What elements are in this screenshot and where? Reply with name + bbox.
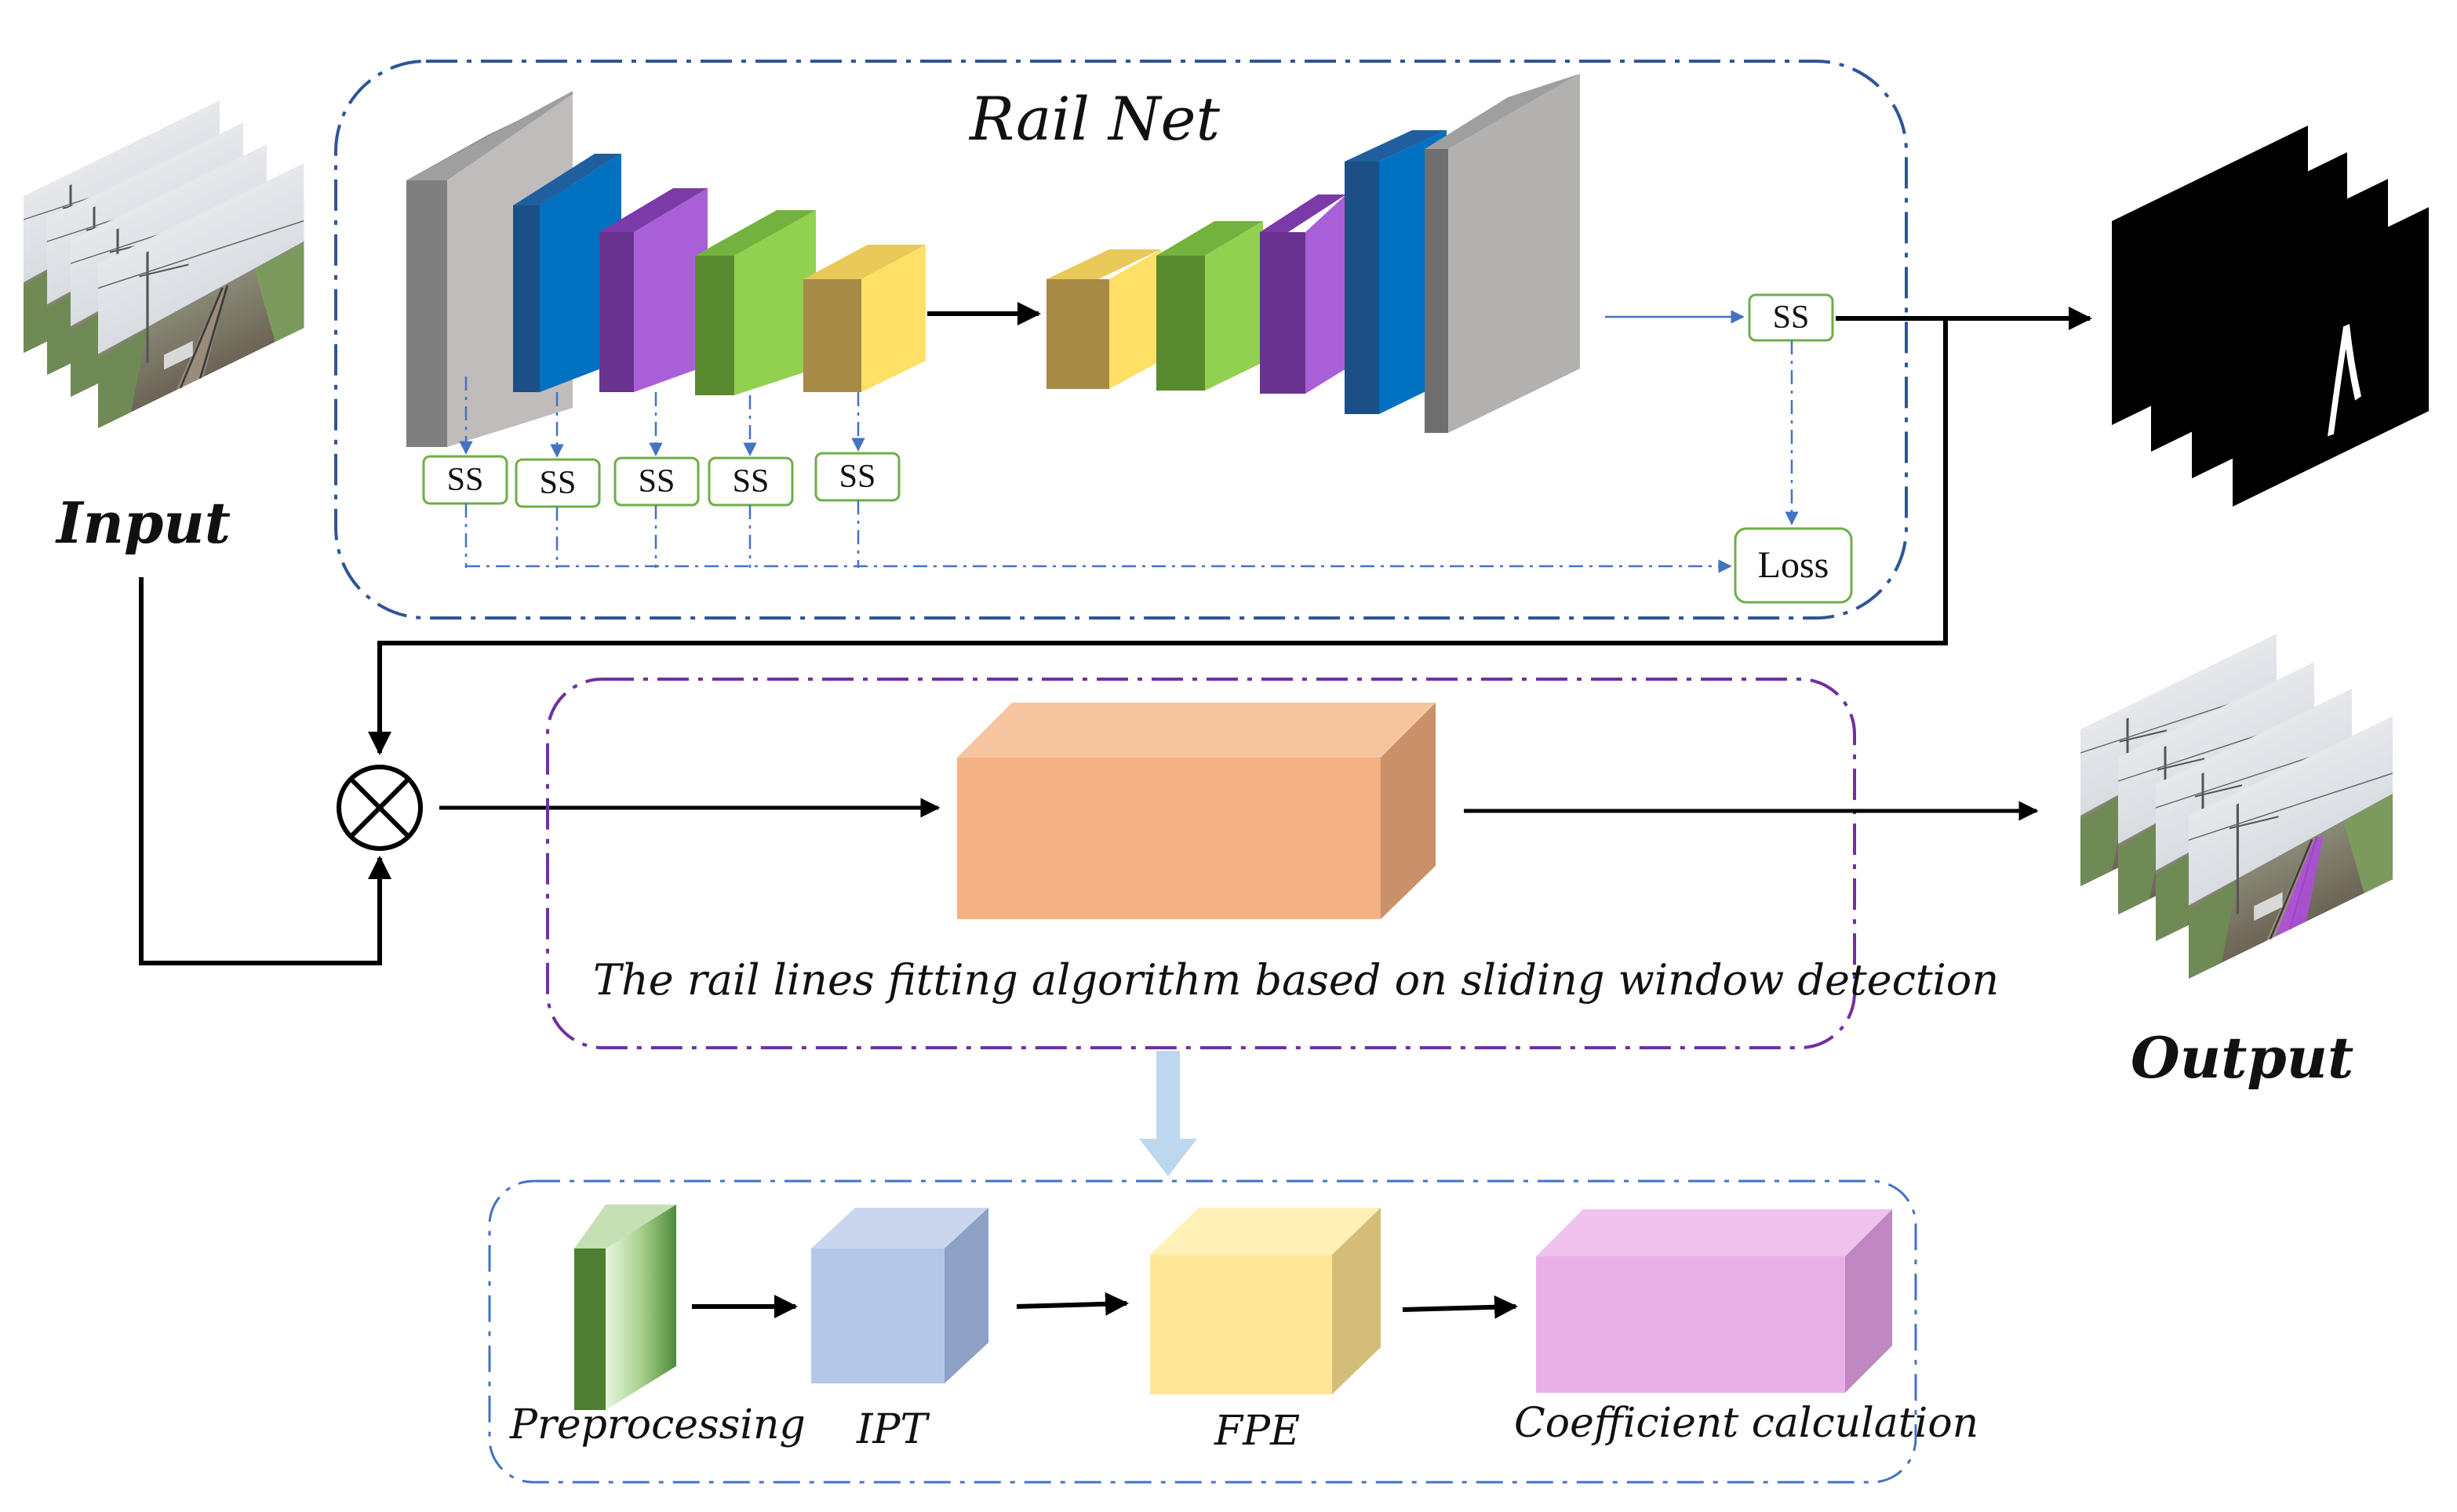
svg-text:SS: SS — [639, 463, 675, 500]
fitting-detail-arrow — [1139, 1051, 1197, 1176]
decoder-gray-layer — [1425, 74, 1580, 433]
input-to-multiply-line — [139, 577, 391, 965]
svg-text:SS: SS — [540, 465, 577, 501]
output-image-stack — [2079, 632, 2394, 980]
fpe-to-coef-arrow — [1402, 1295, 1518, 1319]
ss-box-decoder: SS — [1748, 293, 1834, 342]
pipeline-boundary — [488, 1179, 1917, 1484]
svg-text:SS: SS — [839, 459, 876, 495]
decoder-yellow-layer — [1046, 249, 1161, 389]
multiply-node — [337, 765, 423, 851]
output-photo-front — [2187, 714, 2394, 980]
input-image-stack — [22, 99, 306, 430]
fpe-block — [1150, 1208, 1381, 1394]
deep-supervision-links — [459, 340, 1799, 573]
fpe-label: FPE — [1214, 1408, 1300, 1455]
ss-box-4: SS — [708, 456, 794, 507]
railnet-title: Rail Net — [968, 84, 1221, 154]
encoder-purple-layer — [599, 188, 708, 392]
coefficient-block — [1536, 1209, 1892, 1393]
mask-feedback-line — [368, 318, 1948, 755]
ss-box-5: SS — [814, 452, 901, 502]
encoder-green-layer — [695, 210, 816, 395]
ss-box-3: SS — [613, 456, 700, 507]
decoder-green-layer — [1156, 221, 1263, 391]
ipt-to-fpe-arrow — [1016, 1292, 1129, 1316]
loss-box: Loss — [1734, 527, 1853, 604]
svg-text:SS: SS — [733, 463, 770, 500]
svg-text:SS: SS — [1773, 300, 1810, 336]
railnet-boundary — [334, 60, 1908, 620]
fitting-block — [957, 703, 1436, 919]
svg-text:SS: SS — [447, 462, 484, 498]
decoder-purple-layer — [1260, 194, 1346, 394]
binary-mask-stack — [2112, 125, 2429, 507]
encoder-yellow-layer — [803, 245, 926, 392]
ipt-label: IPT — [856, 1406, 930, 1453]
fitting-boundary — [546, 678, 1856, 1049]
input-label: Input — [55, 489, 231, 556]
railnet-decoder — [1046, 74, 1580, 433]
fitting-caption: The rail lines fitting algorithm based o… — [593, 955, 1999, 1005]
svg-text:Loss: Loss — [1758, 544, 1829, 586]
preprocessing-block — [574, 1205, 676, 1410]
ss-box-2: SS — [515, 458, 601, 508]
ipt-block — [811, 1208, 988, 1383]
mask-front — [2233, 207, 2429, 507]
preprocessing-label: Preprocessing — [509, 1401, 806, 1448]
railnet-encoder — [406, 91, 926, 447]
ss-box-1: SS — [422, 455, 508, 505]
output-label: Output — [2131, 1024, 2353, 1091]
ss-boxes: SS SS SS SS SS SS Loss — [422, 293, 1853, 604]
coefficient-label: Coefficient calculation — [1514, 1400, 1978, 1447]
